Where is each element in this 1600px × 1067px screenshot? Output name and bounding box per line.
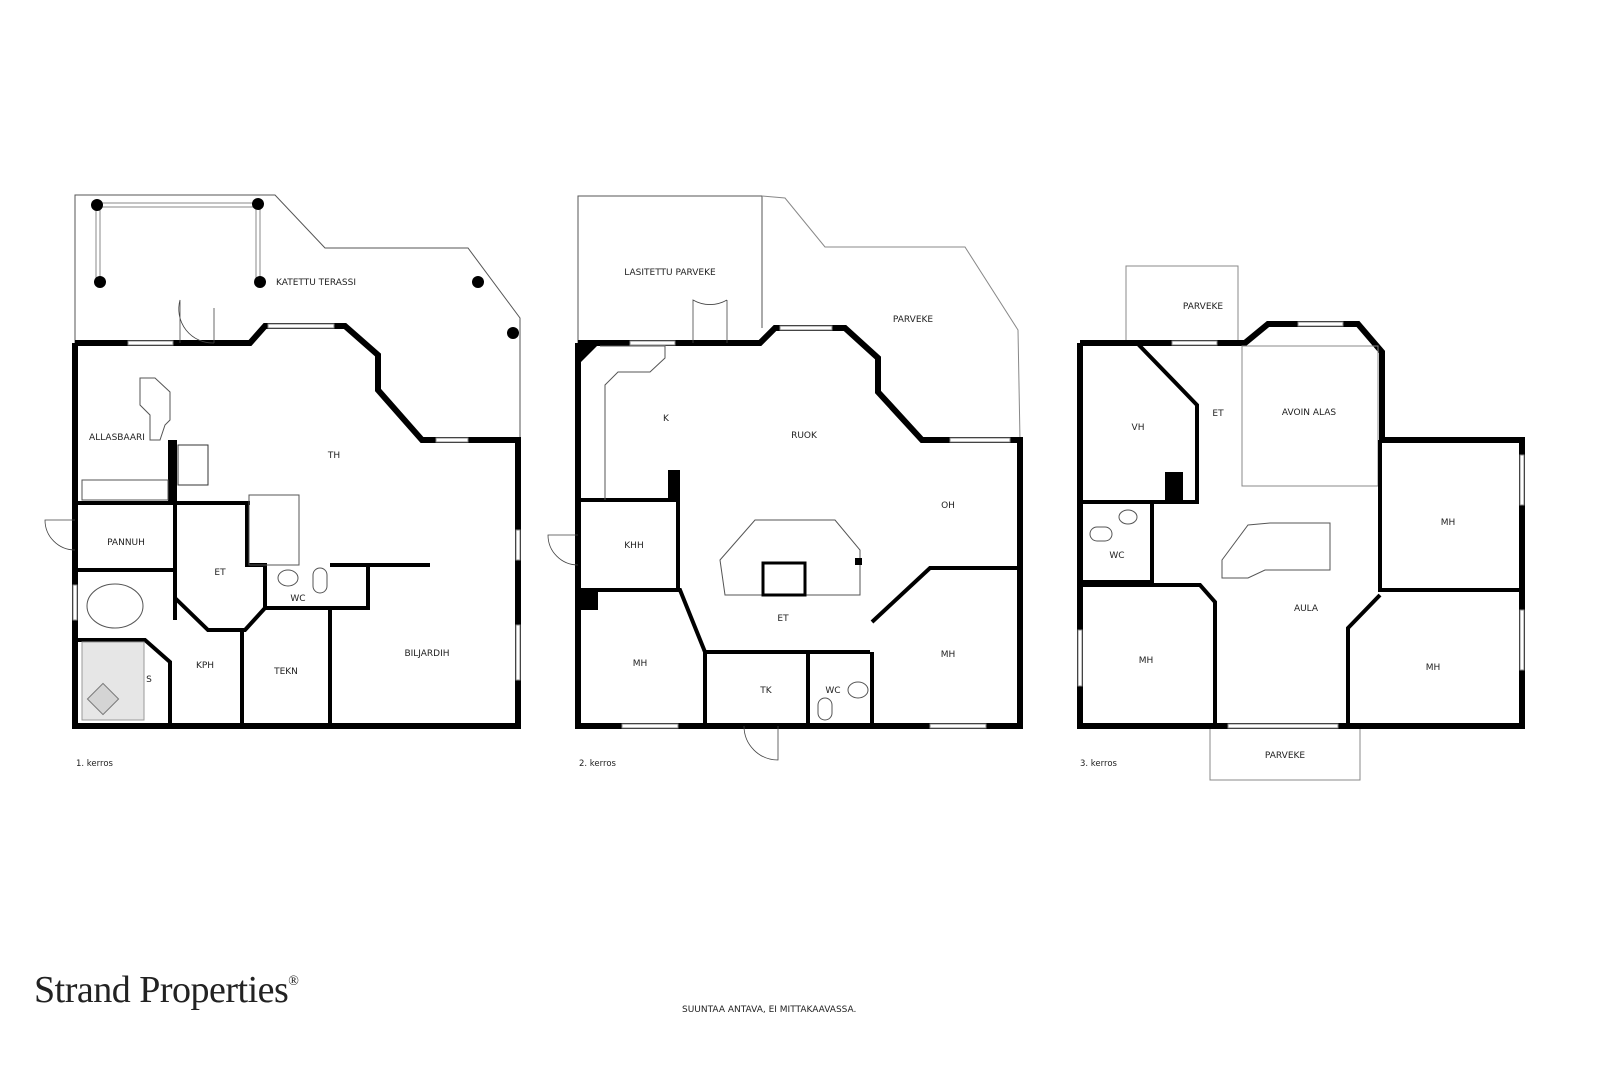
room-label: VH — [1132, 423, 1145, 433]
chimney — [668, 470, 680, 502]
room-label: TK — [759, 686, 772, 696]
room-label: PARVEKE — [1265, 751, 1306, 761]
room-label: MH — [1139, 656, 1154, 666]
door — [743, 725, 779, 761]
window — [629, 340, 676, 346]
sink-icon — [277, 569, 299, 587]
window — [1227, 723, 1339, 729]
room-label: S — [146, 675, 152, 685]
sink-icon — [847, 681, 869, 699]
pergola-beam — [255, 204, 261, 284]
room-label: MH — [633, 659, 648, 669]
sauna-stove-icon — [86, 682, 120, 716]
room-label: MH — [1441, 518, 1456, 528]
window — [1519, 454, 1525, 506]
terrace-outline — [74, 194, 521, 440]
toilet-icon — [312, 567, 328, 594]
room-label: KHH — [624, 541, 643, 551]
brand-logo: Strand Properties® — [34, 968, 299, 1012]
pergola-beam — [95, 204, 101, 284]
floor-1-interior-walls — [75, 440, 430, 726]
room-label: ET — [1212, 409, 1224, 419]
window — [72, 584, 78, 621]
room-label: WC — [1109, 551, 1124, 561]
toilet-icon — [1089, 526, 1113, 542]
window — [929, 723, 987, 729]
sauna-bench — [81, 641, 145, 721]
floor-label: 2. kerros — [579, 759, 617, 769]
door — [692, 299, 728, 343]
floor-2-plan: LASITETTU PARVEKE PARVEKE K RUOK OH KHH … — [547, 195, 1023, 769]
room-label: TEKN — [273, 667, 298, 677]
fireplace-wall — [168, 440, 177, 502]
bar-cabinets — [81, 479, 169, 501]
room-label: ET — [777, 614, 789, 624]
door — [547, 534, 579, 566]
window — [1519, 609, 1525, 671]
stair-well — [761, 561, 807, 597]
registered-mark: ® — [288, 974, 299, 989]
room-label: TH — [327, 451, 340, 461]
room-label: AVOIN ALAS — [1282, 408, 1336, 418]
window — [1297, 321, 1344, 327]
balcony-railing — [761, 195, 1021, 441]
window — [1077, 629, 1083, 687]
floor-2-interior-walls — [578, 498, 1020, 726]
window — [621, 723, 679, 729]
room-label: K — [663, 414, 670, 424]
bathtub-icon — [86, 583, 144, 629]
staircase-icon — [1221, 522, 1331, 579]
kitchen-counter — [600, 345, 666, 500]
room-label: WC — [825, 686, 840, 696]
room-label: MH — [1426, 663, 1441, 673]
chimney — [1165, 472, 1183, 502]
pergola-beam — [96, 202, 259, 208]
window — [779, 325, 833, 331]
window — [515, 529, 521, 561]
floor-label: 1. kerros — [76, 759, 114, 769]
window — [435, 437, 469, 443]
room-label: KPH — [196, 661, 214, 671]
bar-counter — [139, 377, 171, 441]
door — [44, 519, 76, 551]
floor-1-plan: KATETTU TERASSI ALLASBAARI TH PANNUH ET … — [44, 194, 521, 769]
window — [267, 323, 335, 329]
room-label: KATETTU TERASSI — [276, 278, 356, 288]
room-label: PARVEKE — [1183, 302, 1224, 312]
staircase-icon — [719, 519, 861, 596]
sink-icon — [1118, 509, 1138, 525]
room-label: AULA — [1294, 604, 1319, 614]
terrace-posts — [91, 198, 519, 339]
floor-3-plan: PARVEKE VH ET AVOIN ALAS MH WC AULA MH M… — [1077, 265, 1525, 781]
room-label: LASITETTU PARVEKE — [624, 268, 716, 278]
toilet-icon — [817, 697, 833, 721]
floor-3-interior-walls — [1080, 341, 1522, 726]
floor-label: 3. kerros — [1080, 759, 1118, 769]
chimney — [580, 592, 598, 610]
room-label: PANNUH — [107, 538, 145, 548]
floor-1-exterior-walls — [72, 323, 521, 729]
fireplace-icon — [177, 444, 209, 486]
balcony-railing — [1209, 726, 1361, 781]
room-label: RUOK — [791, 431, 818, 441]
wall-corner — [578, 343, 600, 365]
room-label: PARVEKE — [893, 315, 934, 325]
window — [949, 437, 1011, 443]
door — [178, 299, 215, 344]
room-label: WC — [290, 594, 305, 604]
room-label: OH — [941, 501, 955, 511]
open-void-outline — [1241, 345, 1379, 487]
window — [127, 340, 174, 346]
column — [855, 558, 862, 565]
window — [1171, 340, 1218, 346]
window — [515, 624, 521, 681]
room-label: MH — [941, 650, 956, 660]
glazed-balcony-outline — [577, 195, 762, 343]
room-label: ALLASBAARI — [89, 433, 145, 443]
room-label: BILJARDIH — [404, 649, 449, 659]
scale-disclaimer: SUUNTAA ANTAVA, EI MITTAKAAVASSA. — [682, 1005, 857, 1015]
brand-name: Strand Properties — [34, 969, 289, 1011]
room-label: ET — [214, 568, 226, 578]
staircase-icon — [248, 494, 300, 566]
